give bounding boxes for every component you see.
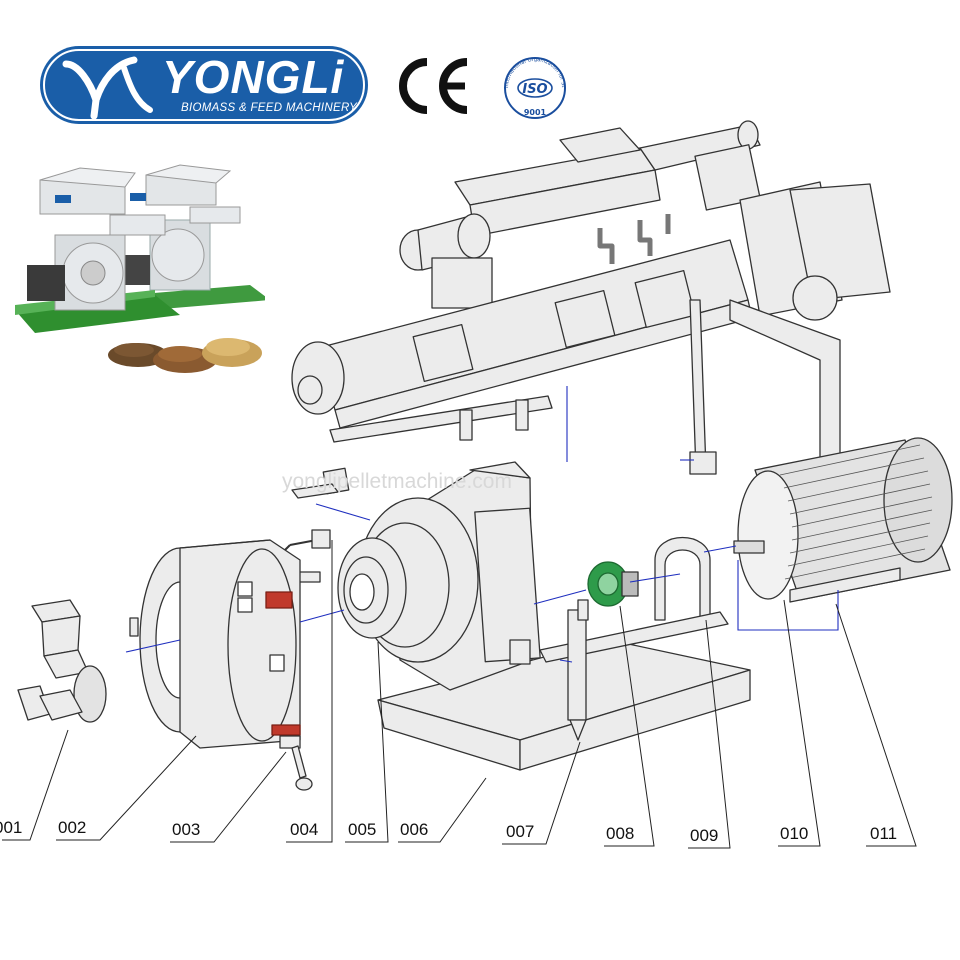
part-label-008: 008 (606, 824, 635, 843)
pellet-mill-photo (15, 164, 270, 373)
product-thumbnail (10, 155, 270, 385)
part-label-006: 006 (400, 820, 429, 839)
part-label-007: 007 (506, 822, 535, 841)
ce-mark (393, 52, 473, 122)
iso-badge: International Organization for Standardi… (496, 48, 572, 122)
part-label-003: 003 (172, 820, 201, 839)
part-label-002: 002 (58, 818, 87, 837)
iso-badge-icon: International Organization for Standardi… (496, 48, 566, 119)
part-label-005: 005 (348, 820, 377, 839)
main-body (337, 461, 751, 771)
part-label-011: 011 (870, 824, 898, 843)
brand-logo: YONGLi BIOMASS & FEED MACHINERY (38, 42, 370, 128)
coupling-guard (654, 537, 711, 621)
brand-tagline: BIOMASS & FEED MACHINERY (181, 102, 358, 114)
door-cover (129, 539, 301, 749)
main-motor (733, 437, 953, 603)
part-label-010: 010 (780, 824, 809, 843)
part-label-004: 004 (290, 820, 319, 839)
watermark-text: yonglipelletmachine.com (282, 470, 512, 493)
coupling (587, 561, 639, 607)
part-label-001: 001 (0, 818, 23, 837)
support-post (567, 599, 589, 741)
iso-label: ISO (522, 82, 547, 97)
iso-number: 9001 (524, 108, 547, 117)
scraper-part (279, 735, 313, 791)
conditioner-assembly (291, 120, 891, 561)
part-label-009: 009 (690, 826, 719, 845)
ce-mark-icon (399, 58, 468, 114)
logo-badge (40, 46, 368, 124)
brand-name: YONGLi (162, 51, 345, 103)
feeder-inlet (17, 599, 107, 723)
